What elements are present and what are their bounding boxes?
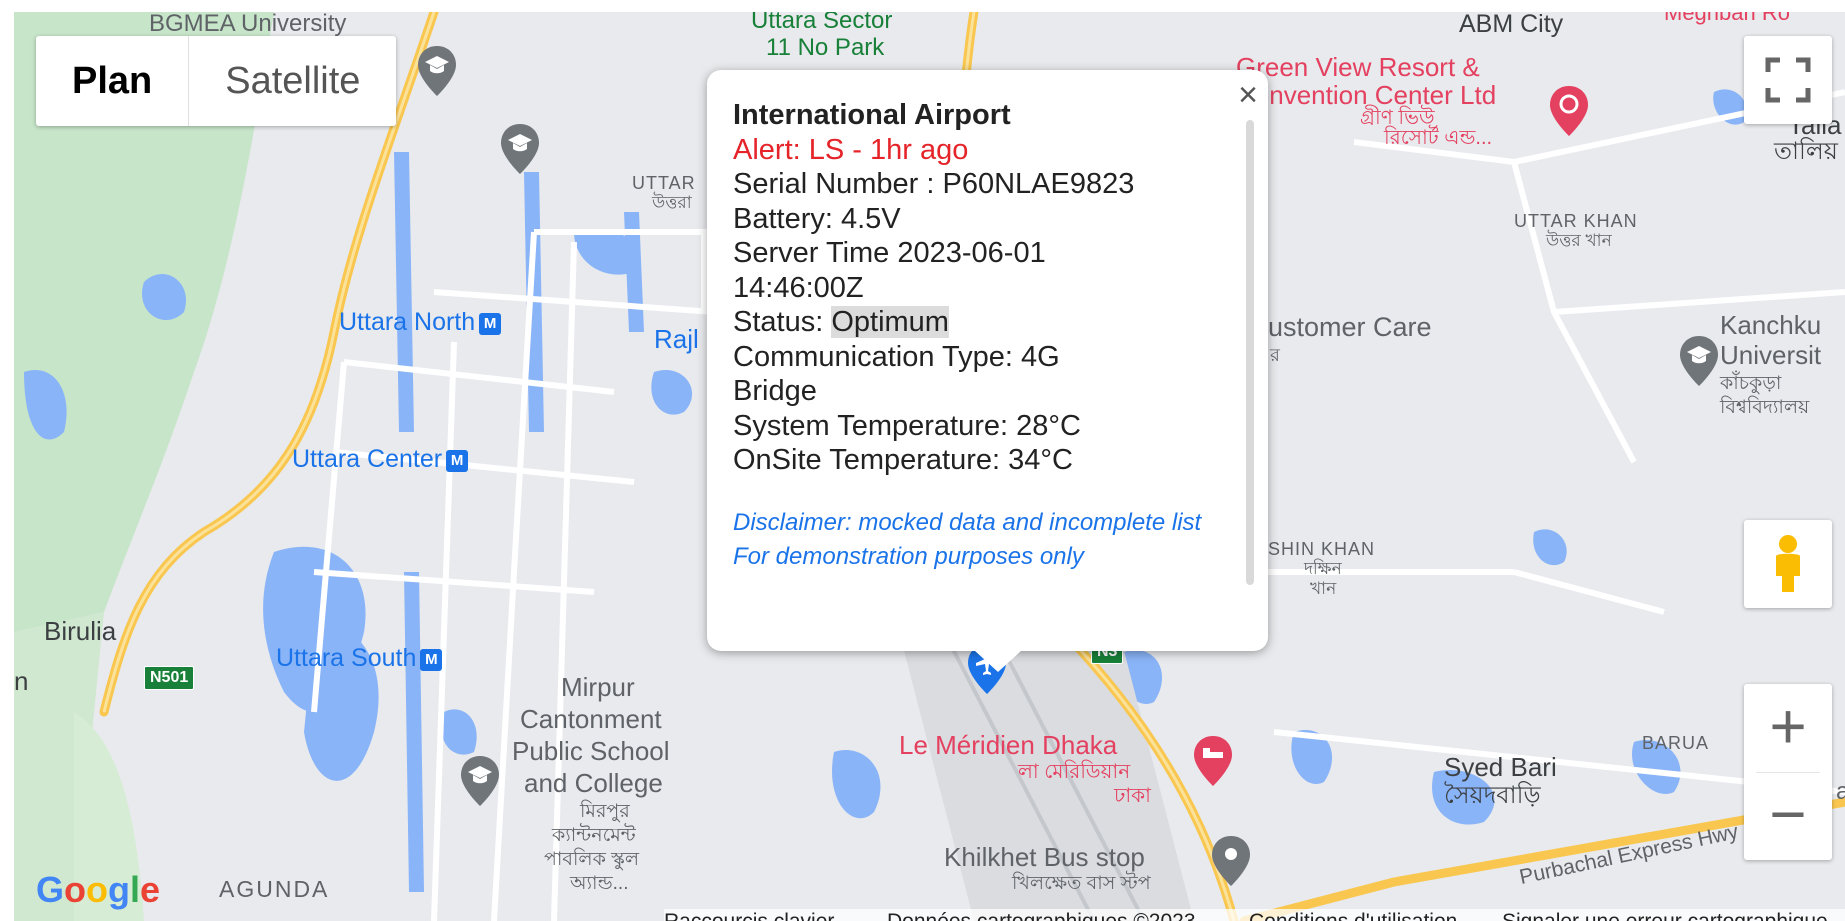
status-value: Optimum [831, 306, 949, 338]
alert-text: Alert: LS - 1hr ago [733, 133, 969, 166]
place-label-kanchkura-1: Kanchku [1720, 310, 1822, 340]
zoom-in-button[interactable]: + [1769, 690, 1807, 762]
onsite-temperature: OnSite Temperature: 34°C [733, 444, 1073, 476]
poi-label-meridien: Le Méridien Dhaka [899, 730, 1118, 760]
place-label-uttar-bn: উত্তরা [652, 193, 692, 212]
zoom-divider [1756, 772, 1820, 773]
communication-type-line2: Bridge [733, 375, 817, 407]
place-label-uttar-khan: UTTAR KHAN [1514, 211, 1638, 231]
poi-label-green-view-bn2: রিসোর্ট এন্ড... [1384, 127, 1493, 149]
map-base-layer [14, 12, 1845, 921]
street-view-button[interactable] [1744, 520, 1832, 608]
place-label-uttara-sector: Uttara Sector [751, 12, 893, 34]
graduation-cap-icon[interactable] [499, 122, 541, 176]
info-window-content: International Airport Alert: LS - 1hr ag… [733, 98, 1228, 574]
info-window-title: International Airport [733, 99, 1011, 131]
place-label-uttar: UTTAR [632, 173, 696, 193]
resort-pin-icon[interactable] [1548, 84, 1590, 138]
disclaimer-line1: Disclaimer: mocked data and incomplete l… [733, 508, 1202, 536]
place-label-customer-care: ustomer Care [1268, 312, 1432, 342]
poi-label-green-view-2: Convention Center Ltd [1236, 80, 1497, 110]
place-label-rajl: Rajl [654, 324, 699, 354]
place-label-mirpur-2: Cantonment [520, 704, 662, 734]
fullscreen-icon [1765, 57, 1811, 103]
map-type-control: Plan Satellite [36, 36, 397, 126]
report-error-link[interactable]: Signaler une erreur cartographique [1502, 910, 1828, 921]
info-window-tail [974, 650, 1022, 672]
place-label-uttar-khan-bn: উত্তর খান [1546, 231, 1612, 250]
map-canvas[interactable]: BGMEA University Uttara Sector 11 No Par… [14, 12, 1845, 921]
place-label-syed-bari-bn: সৈয়দবাড়ি [1444, 782, 1541, 809]
place-label-meghbari: Meghbari Ro [1664, 12, 1790, 25]
fullscreen-button[interactable] [1744, 36, 1832, 124]
status-line: Status: Optimum [733, 306, 949, 338]
place-label-barua: BARUA [1642, 733, 1710, 753]
place-label-talia-bn: তালিয় [1774, 138, 1838, 165]
place-label-dakshin-khan: SHIN KHAN [1268, 539, 1376, 559]
battery: Battery: 4.5V [733, 202, 901, 235]
server-time-line2: 14:46:00Z [733, 271, 864, 304]
zoom-control: + − [1744, 684, 1832, 860]
place-label-agunda: AGUNDA [219, 876, 330, 902]
info-window: × International Airport Alert: LS - 1hr … [707, 70, 1268, 651]
serial-number: Serial Number : P60NLAE9823 [733, 168, 1135, 200]
bus-icon[interactable] [1210, 834, 1252, 888]
place-label-mirpur-4: and College [524, 768, 663, 798]
place-label-bgmea-university: BGMEA University [149, 12, 347, 37]
transit-label-khilkhet: Khilkhet Bus stop [944, 842, 1145, 872]
place-label-birulia: Birulia [44, 616, 117, 646]
system-temperature: System Temperature: 28°C [733, 409, 1081, 442]
poi-label-meridien-bn1: লা মেরিডিয়ান [1018, 761, 1131, 783]
graduation-cap-icon[interactable] [416, 44, 458, 98]
graduation-cap-icon[interactable] [1678, 334, 1720, 388]
metro-icon: M [479, 313, 502, 335]
place-label-kanchkura-bn2: বিশ্ববিদ্যালয় [1720, 397, 1810, 418]
poi-label-meridien-bn2: ঢাকা [1114, 785, 1151, 807]
place-label-customer-care-bn: র [1270, 345, 1280, 365]
metro-icon: M [420, 649, 443, 671]
place-label-11-no-park: 11 No Park [766, 34, 885, 61]
map-footer: Raccourcis clavier Données cartographiqu… [664, 909, 1845, 921]
disclaimer-line2: For demonstration purposes only [733, 542, 1084, 570]
place-label-mirpur-3: Public School [512, 736, 670, 766]
place-label-n-left: n [14, 666, 29, 696]
google-logo: Google [36, 869, 161, 910]
keyboard-shortcuts-link[interactable]: Raccourcis clavier [664, 910, 834, 921]
map-data-attribution: Données cartographiques ©2023 [887, 910, 1196, 921]
server-time-line1: Server Time 2023-06-01 [733, 237, 1046, 269]
place-label-dakshin-khan-bn2: খান [1310, 579, 1337, 598]
place-label-mirpur-bn2: ক্যান্টনমেন্ট [552, 825, 636, 846]
poi-label-green-view-bn1: গ্রীণ ভিউ [1360, 107, 1435, 129]
terms-link[interactable]: Conditions d'utilisation [1249, 910, 1457, 921]
poi-label-green-view-1: Green View Resort & [1236, 52, 1480, 82]
close-icon[interactable]: × [1238, 76, 1258, 114]
place-label-a-right: a [1836, 778, 1845, 805]
road-shield-n501: N501 [144, 666, 195, 690]
place-label-dakshin-khan-bn1: দক্ষিন [1304, 559, 1342, 578]
transit-label-khilkhet-bn: খিলক্ষেত বাস স্টপ [1012, 873, 1151, 894]
place-label-syed-bari: Syed Bari [1444, 752, 1557, 782]
place-label-abm-city: ABM City [1459, 12, 1564, 38]
place-label-kanchkura-2: Universit [1720, 340, 1822, 370]
place-label-mirpur-bn3: পাবলিক স্কুল [544, 849, 639, 870]
zoom-out-button[interactable]: − [1769, 778, 1807, 850]
bed-icon[interactable] [1192, 734, 1234, 788]
place-label-mirpur-bn1: মিরপুর [580, 801, 630, 822]
place-label-mirpur-1: Mirpur [561, 672, 635, 702]
place-label-mirpur-bn4: অ্যান্ড... [570, 873, 629, 894]
place-label-kanchkura-bn1: কাঁচকুড়া [1720, 373, 1782, 394]
pegman-icon [1776, 535, 1800, 592]
info-window-scrollbar[interactable] [1246, 120, 1254, 585]
communication-type-line1: Communication Type: 4G [733, 340, 1060, 373]
metro-icon: M [446, 450, 469, 472]
graduation-cap-icon[interactable] [459, 754, 501, 808]
map-type-plan-button[interactable]: Plan [36, 36, 190, 126]
map-type-satellite-button[interactable]: Satellite [225, 60, 361, 102]
